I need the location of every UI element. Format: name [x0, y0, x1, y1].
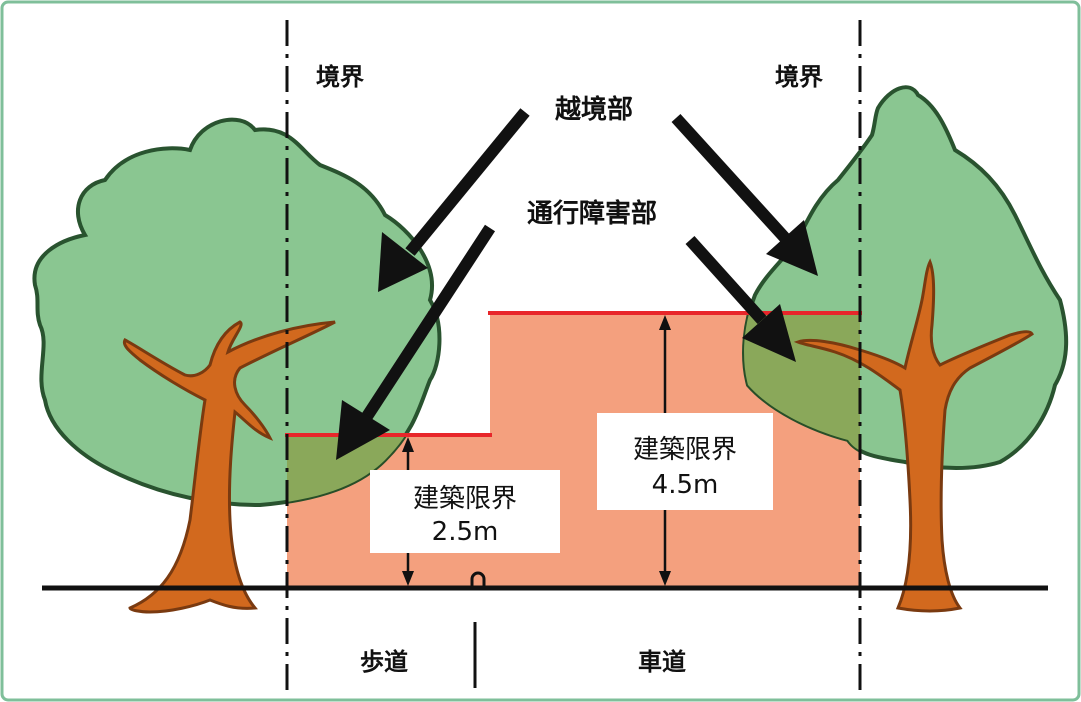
arrow-obstruction-left	[336, 224, 496, 460]
boundary-label-right: 境界	[775, 63, 823, 91]
clearance-title-4-5m: 建築限界	[633, 435, 737, 465]
clearance-value-4-5m: 4.5m	[652, 470, 719, 500]
clearance-box-4-5m	[597, 413, 773, 510]
encroachment-label: 越境部	[555, 94, 633, 125]
arrow-obstruction-right	[685, 235, 796, 362]
boundary-label-left: 境界	[316, 63, 364, 91]
arrow-encroachment-right	[671, 113, 818, 276]
curb-marker	[470, 571, 486, 588]
roadway-label: 車道	[638, 648, 686, 676]
clearance-value-2-5m: 2.5m	[432, 517, 499, 547]
obstruction-label: 通行障害部	[527, 198, 657, 229]
clearance-title-2-5m: 建築限界	[413, 484, 517, 514]
left-tree-trunk	[122, 320, 336, 614]
right-tree-trunk	[793, 258, 1034, 613]
clearance-box-2-5m	[370, 470, 560, 553]
sidewalk-label: 歩道	[360, 648, 408, 676]
arrow-encroachment-left	[378, 108, 530, 292]
left-tree-canopy	[32, 117, 442, 508]
